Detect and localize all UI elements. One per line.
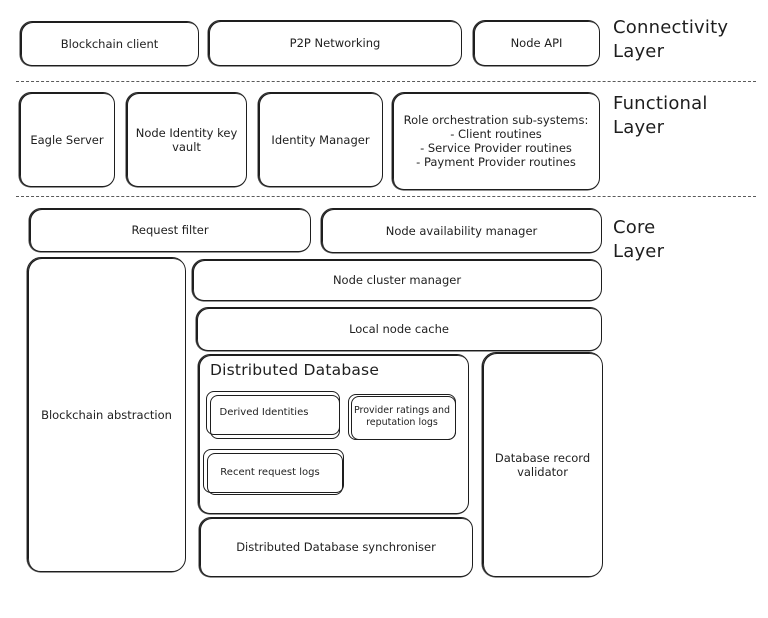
recent-request-logs-label: Recent request logs — [220, 467, 320, 478]
connectivity-layer-label-line2: Layer — [613, 41, 665, 62]
role-orchestration-box: Role orchestration sub-systems: - Client… — [392, 92, 600, 190]
p2p-networking-box: P2P Networking — [208, 20, 462, 66]
functional-layer-label-line1: Functional — [613, 93, 708, 114]
role-orchestration-title: Role orchestration sub-systems: — [403, 113, 589, 127]
node-availability-manager-label: Node availability manager — [385, 223, 538, 238]
connectivity-layer-label-line1: Connectivity — [613, 17, 729, 38]
node-availability-manager-box: Node availability manager — [321, 208, 602, 253]
functional-core-divider — [16, 196, 756, 197]
blockchain-client-label: Blockchain client — [60, 36, 159, 51]
functional-layer-label-line2: Layer — [613, 117, 665, 138]
request-filter-box: Request filter — [29, 208, 311, 252]
blockchain-abstraction-label: Blockchain abstraction — [41, 407, 172, 422]
derived-identities-label: Derived Identities — [219, 407, 309, 418]
connectivity-functional-divider — [16, 81, 756, 82]
node-cluster-manager-label: Node cluster manager — [332, 273, 462, 287]
derived-identities-box-shadow — [210, 395, 340, 439]
eagle-server-box: Eagle Server — [19, 92, 115, 187]
blockchain-abstraction-box: Blockchain abstraction — [27, 257, 186, 572]
core-layer-label-line2: Layer — [613, 241, 665, 262]
node-identity-key-vault-label: Node Identity key vault — [135, 125, 238, 154]
blockchain-client-box: Blockchain client — [20, 21, 199, 66]
provider-ratings-box-shadow — [351, 396, 456, 440]
distributed-database-title: Distributed Database — [210, 361, 380, 379]
role-orchestration-item: - Payment Provider routines — [416, 155, 576, 169]
connectivity-layer-label: Connectivity Layer — [613, 16, 728, 64]
role-orchestration-item: - Client routines — [450, 127, 542, 141]
provider-ratings-label: Provider ratings and reputation logs — [353, 405, 451, 428]
local-node-cache-label: Local node cache — [349, 322, 449, 336]
identity-manager-label: Identity Manager — [271, 132, 370, 147]
role-orchestration-item: - Service Provider routines — [420, 141, 572, 155]
p2p-networking-label: P2P Networking — [289, 36, 381, 50]
node-identity-key-vault-box: Node Identity key vault — [126, 92, 247, 187]
database-record-validator-box: Database record validator — [482, 352, 603, 577]
node-cluster-manager-box: Node cluster manager — [192, 259, 602, 301]
eagle-server-label: Eagle Server — [30, 132, 104, 147]
database-record-validator-label: Database record validator — [494, 450, 591, 479]
identity-manager-box: Identity Manager — [258, 92, 383, 187]
recent-request-logs-box — [203, 449, 344, 493]
node-api-label: Node API — [510, 36, 563, 50]
request-filter-label: Request filter — [131, 223, 209, 237]
core-layer-label: Core Layer — [613, 216, 664, 264]
local-node-cache-box: Local node cache — [196, 307, 602, 351]
node-api-box: Node API — [473, 20, 600, 66]
dd-synchroniser-box: Distributed Database synchroniser — [199, 517, 473, 577]
functional-layer-label: Functional Layer — [613, 92, 708, 140]
dd-synchroniser-label: Distributed Database synchroniser — [236, 540, 436, 554]
core-layer-label-line1: Core — [613, 217, 656, 238]
recent-request-logs-box-shadow — [207, 453, 343, 495]
